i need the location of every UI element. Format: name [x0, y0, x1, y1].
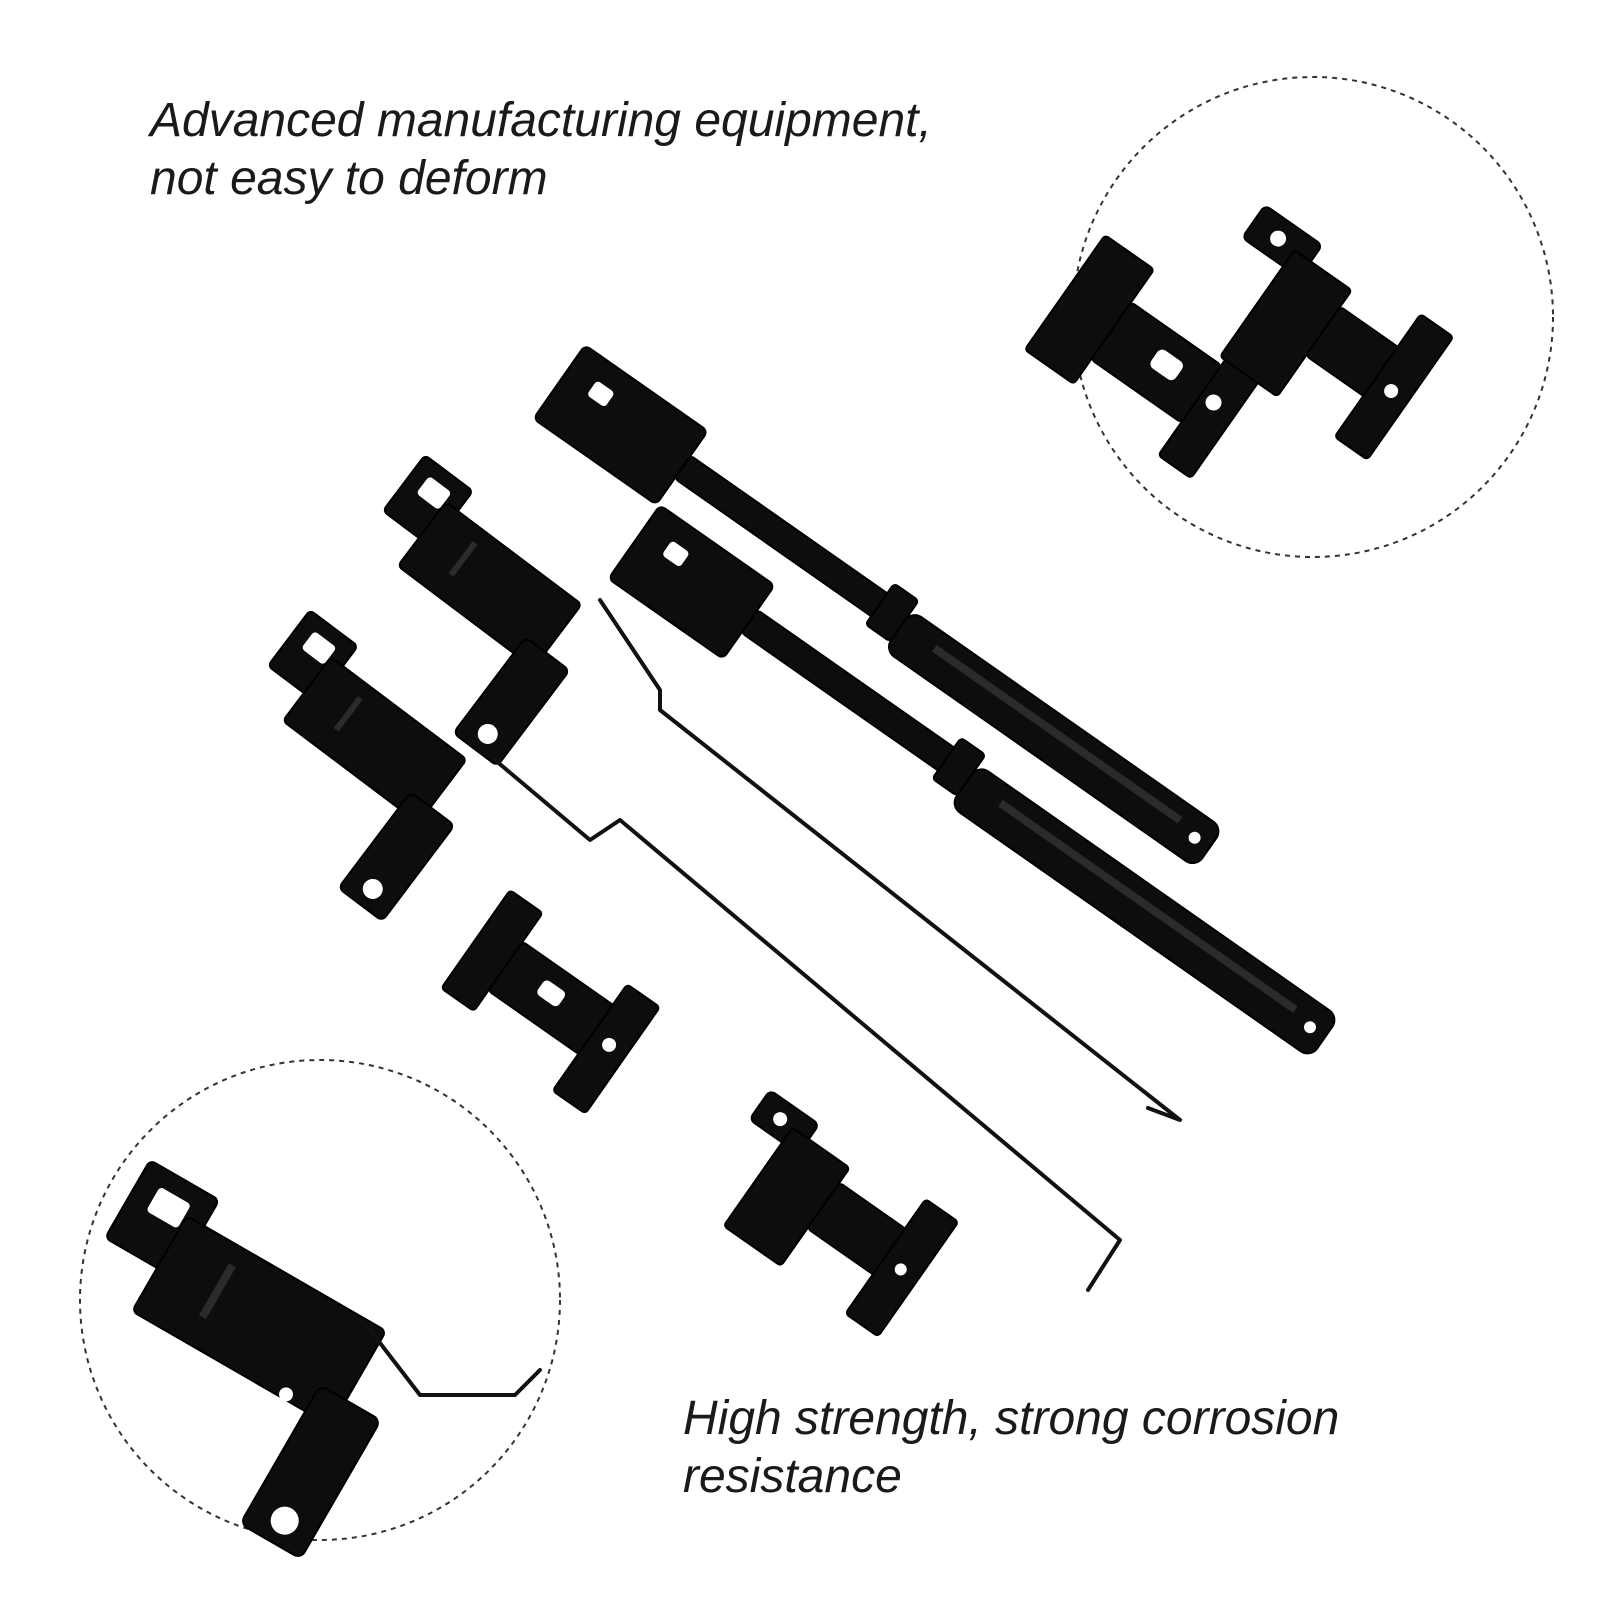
- caption-bottom: High strength, strong corrosion resistan…: [683, 1390, 1339, 1506]
- slider-guide-upper: [383, 456, 1182, 1122]
- detail-circle-top-right: [1025, 76, 1554, 558]
- caption-bottom-line1: High strength, strong corrosion: [683, 1392, 1340, 1445]
- bracket-clip-detail-left: [1025, 235, 1271, 478]
- dashed-circle-outline: [79, 1059, 561, 1541]
- caption-top-line2: not easy to deform: [150, 152, 548, 205]
- bracket-clip-detail-right: [1220, 206, 1453, 460]
- detail-circle-bottom-left: [79, 1059, 561, 1557]
- caption-top-line1: Advanced manufacturing equipment,: [150, 94, 932, 147]
- slider-guide-lower: [268, 611, 1122, 1292]
- bracket-clip-lower-left: [441, 890, 660, 1114]
- long-arm-middle: [609, 506, 1336, 1055]
- caption-bottom-line2: resistance: [683, 1450, 902, 1503]
- slider-guide-detail: [106, 1161, 385, 1557]
- long-arm-top: [534, 346, 1220, 865]
- caption-top: Advanced manufacturing equipment, not ea…: [150, 92, 932, 208]
- bracket-clip-lower-right: [724, 1091, 958, 1337]
